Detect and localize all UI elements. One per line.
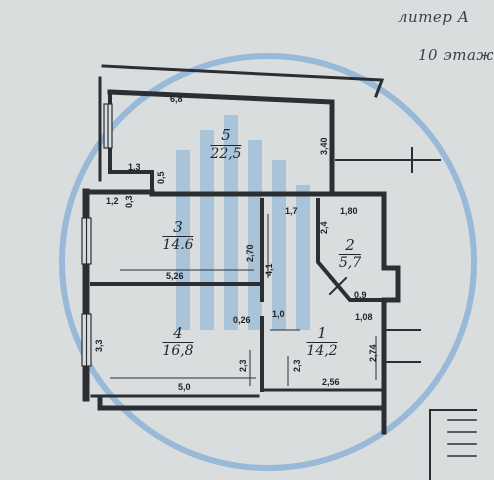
dimension-label: 3,3 xyxy=(94,339,104,352)
dimension-label: 2,56 xyxy=(322,377,340,387)
room-area-2: 5,7 xyxy=(338,254,362,271)
dimension-label: 1,08 xyxy=(355,312,373,322)
room-number-2: 2 xyxy=(345,236,355,254)
room-area-4: 16,8 xyxy=(162,342,194,359)
room-number-4: 4 xyxy=(173,324,183,342)
dimension-label: 2,74 xyxy=(368,344,378,362)
dimension-label: 1,2 xyxy=(106,196,119,206)
dimension-label: 2,70 xyxy=(245,244,255,262)
dimension-label: 5,0 xyxy=(178,382,191,392)
dimension-label: 3,40 xyxy=(319,137,329,155)
dimension-label: 1,80 xyxy=(340,206,358,216)
room-area-3: 14.6 xyxy=(162,236,194,253)
dimension-label: 1,0 xyxy=(272,309,285,319)
dimension-lines xyxy=(110,214,377,386)
dimension-label: 1,3 xyxy=(128,162,141,172)
dimension-label: 1,7 xyxy=(285,206,298,216)
walls xyxy=(82,64,477,480)
dimension-label: 5,26 xyxy=(166,271,184,281)
dimension-label: 0,3 xyxy=(124,195,134,208)
room-number-5: 5 xyxy=(221,126,231,144)
floor-plan-drawing xyxy=(59,53,477,480)
dimension-label: 2,3 xyxy=(292,359,302,372)
room-number-3: 3 xyxy=(173,218,183,236)
floor-label: 10 этаж xyxy=(418,46,494,64)
building-label: литер А xyxy=(398,8,470,26)
dimension-label: 2,4 xyxy=(319,221,329,234)
dimension-label: 0,26 xyxy=(233,315,251,325)
room-area-1: 14,2 xyxy=(306,342,338,359)
dimension-label: 0,5 xyxy=(156,171,166,184)
room-number-1: 1 xyxy=(317,324,327,342)
dimension-label: 2,3 xyxy=(238,359,248,372)
dimension-label: 0,9 xyxy=(354,290,367,300)
room-area-5: 22,5 xyxy=(210,145,242,162)
windows xyxy=(81,103,113,367)
dimension-label: 6,8 xyxy=(170,94,183,104)
dimension-label: 4,1 xyxy=(264,263,274,276)
